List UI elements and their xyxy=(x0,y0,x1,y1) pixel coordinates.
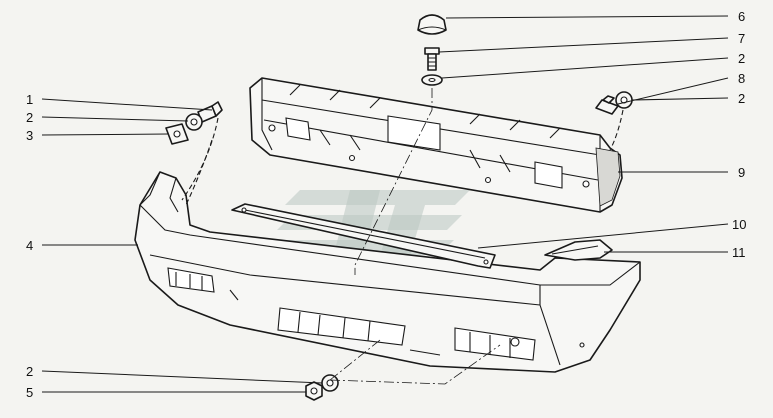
callout-2-bottom: 2 xyxy=(26,364,33,379)
callout-1-left: 1 xyxy=(26,92,33,107)
center-strip xyxy=(231,203,496,269)
washer-left xyxy=(185,113,203,131)
callout-2-right-mid: 2 xyxy=(738,91,745,106)
callout-3-left: 3 xyxy=(26,128,33,143)
callout-6-right: 6 xyxy=(738,9,745,24)
washer-bottom xyxy=(321,374,339,392)
washer-top xyxy=(421,74,443,86)
callout-11-right: 11 xyxy=(732,245,746,260)
cap-part-6 xyxy=(417,14,447,35)
assembly-lines xyxy=(181,88,624,385)
side-trim xyxy=(544,239,613,261)
callout-labels: 1 2 3 4 2 5 6 7 2 8 2 9 10 11 xyxy=(26,9,746,400)
bolt-part-7 xyxy=(424,47,440,71)
bumper-cover xyxy=(134,171,641,373)
leader-lines xyxy=(41,15,729,393)
callout-8-right: 8 xyxy=(738,71,745,86)
callout-9-right: 9 xyxy=(738,165,745,180)
nut-part-5 xyxy=(305,381,323,401)
reinforcement-beam xyxy=(249,77,623,213)
callout-2-right-top: 2 xyxy=(738,51,745,66)
callout-5-bottom: 5 xyxy=(26,385,33,400)
washer-right xyxy=(615,91,633,109)
callout-7-right: 7 xyxy=(738,31,745,46)
callout-10-right: 10 xyxy=(732,217,746,232)
bolt-part-8 xyxy=(595,95,619,115)
callout-2-left: 2 xyxy=(26,110,33,125)
callout-4-left: 4 xyxy=(26,238,33,253)
clip-nut-part-3 xyxy=(165,123,189,145)
